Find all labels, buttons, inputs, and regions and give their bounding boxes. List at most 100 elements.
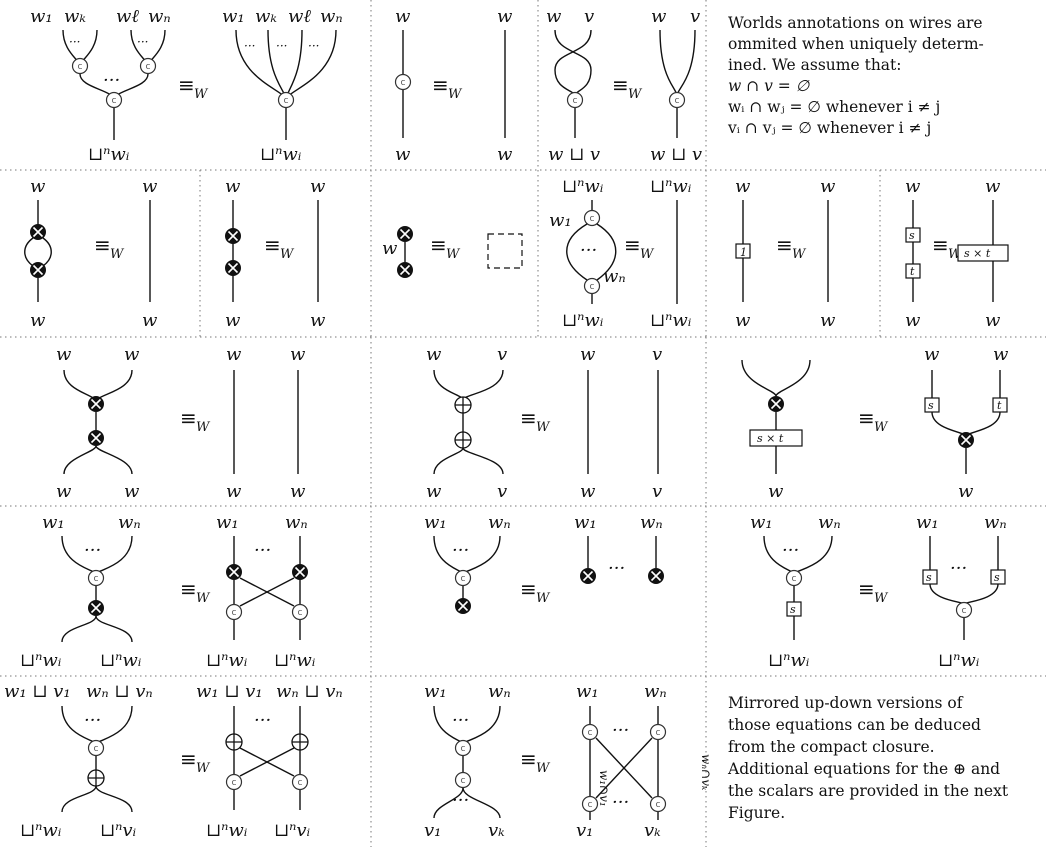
svg-text:W: W bbox=[640, 247, 655, 262]
svg-text:v: v bbox=[497, 344, 507, 365]
eq-copy-bubble: ⊔ⁿwᵢ w₁ ··· wₙ ⊔ⁿwᵢ ≡W ⊔ⁿwᵢ ⊔ⁿwᵢ bbox=[549, 176, 692, 331]
svg-text:W: W bbox=[628, 87, 643, 102]
svg-text:wₖ: wₖ bbox=[64, 6, 86, 27]
svg-text:w: w bbox=[497, 144, 513, 165]
svg-text:≡: ≡ bbox=[858, 406, 875, 430]
svg-text:vᵢ ∩ vⱼ = ∅ whenever i ≠ j: vᵢ ∩ vⱼ = ∅ whenever i ≠ j bbox=[727, 119, 931, 137]
svg-text:w₁: w₁ bbox=[216, 512, 239, 533]
svg-text:w: w bbox=[820, 176, 836, 197]
svg-text:···: ··· bbox=[782, 540, 799, 561]
svg-text:W: W bbox=[536, 420, 551, 435]
note-mirrored: Mirrored up-down versions of those equat… bbox=[727, 694, 1009, 822]
svg-text:w₁: w₁ bbox=[916, 512, 939, 533]
svg-text:Figure.: Figure. bbox=[728, 804, 785, 822]
svg-text:wℓ: wℓ bbox=[288, 6, 311, 27]
svg-text:s: s bbox=[926, 571, 932, 584]
svg-text:w ⊔ v: w ⊔ v bbox=[650, 144, 702, 165]
svg-text:wℓ: wℓ bbox=[116, 6, 139, 27]
svg-text:w: w bbox=[56, 481, 72, 502]
svg-text:≡: ≡ bbox=[520, 747, 537, 771]
svg-text:t: t bbox=[910, 265, 915, 278]
svg-text:wₙ: wₙ bbox=[148, 6, 171, 27]
svg-text:v: v bbox=[652, 344, 662, 365]
svg-text:Mirrored up-down versions of: Mirrored up-down versions of bbox=[728, 694, 964, 712]
svg-text:···: ··· bbox=[137, 35, 148, 49]
svg-text:vₖ: vₖ bbox=[644, 820, 661, 841]
svg-text:···: ··· bbox=[84, 540, 101, 561]
svg-text:W: W bbox=[446, 247, 461, 262]
svg-text:v: v bbox=[584, 6, 594, 27]
svg-text:w: w bbox=[225, 310, 241, 331]
svg-text:w: w bbox=[395, 6, 411, 27]
svg-text:···: ··· bbox=[69, 35, 80, 49]
svg-text:⊔ⁿwᵢ: ⊔ⁿwᵢ bbox=[274, 650, 316, 671]
svg-text:≡: ≡ bbox=[932, 233, 949, 257]
svg-text:w₁ ⊔ v₁: w₁ ⊔ v₁ bbox=[196, 681, 263, 702]
svg-text:⊔ⁿwᵢ: ⊔ⁿwᵢ bbox=[206, 820, 248, 841]
svg-text:wₙ: wₙ bbox=[320, 6, 343, 27]
svg-text:w: w bbox=[735, 310, 751, 331]
svg-text:···: ··· bbox=[580, 240, 597, 261]
svg-text:s × t: s × t bbox=[964, 247, 991, 260]
svg-text:wₙ: wₙ bbox=[984, 512, 1007, 533]
svg-text:W: W bbox=[874, 420, 889, 435]
svg-text:w: w bbox=[226, 481, 242, 502]
svg-text:⊔ⁿvᵢ: ⊔ⁿvᵢ bbox=[100, 820, 137, 841]
svg-text:⊔ⁿvᵢ: ⊔ⁿvᵢ bbox=[274, 820, 311, 841]
svg-text:v: v bbox=[690, 6, 700, 27]
svg-text:···: ··· bbox=[452, 710, 469, 731]
svg-text:w: w bbox=[546, 6, 562, 27]
svg-text:w: w bbox=[395, 144, 411, 165]
svg-text:W: W bbox=[110, 247, 125, 262]
svg-text:W: W bbox=[194, 87, 209, 102]
svg-text:W: W bbox=[196, 761, 211, 776]
svg-text:wₖ: wₖ bbox=[255, 6, 277, 27]
svg-text:w: w bbox=[768, 481, 784, 502]
svg-text:s: s bbox=[790, 603, 796, 616]
svg-text:···: ··· bbox=[608, 558, 625, 579]
svg-text:W: W bbox=[196, 591, 211, 606]
svg-text:wₙ ⊔ vₙ: wₙ ⊔ vₙ bbox=[276, 681, 343, 702]
svg-text:w: w bbox=[426, 344, 442, 365]
svg-text:the scalars are provided in th: the scalars are provided in the next bbox=[728, 782, 1009, 800]
svg-text:w: w bbox=[905, 176, 921, 197]
svg-text:s × t: s × t bbox=[757, 432, 784, 445]
svg-text:W: W bbox=[196, 420, 211, 435]
svg-text:≡: ≡ bbox=[624, 233, 641, 257]
svg-text:Worlds annotations on wires ar: Worlds annotations on wires are bbox=[728, 14, 983, 32]
svg-text:···: ··· bbox=[452, 790, 469, 811]
svg-text:W: W bbox=[536, 761, 551, 776]
svg-text:⊔ⁿwᵢ: ⊔ⁿwᵢ bbox=[88, 144, 130, 165]
svg-text:w: w bbox=[290, 481, 306, 502]
svg-text:⊔ⁿwᵢ: ⊔ⁿwᵢ bbox=[20, 650, 62, 671]
svg-text:w₁: w₁ bbox=[424, 681, 447, 702]
svg-text:w: w bbox=[958, 481, 974, 502]
svg-text:vₖ: vₖ bbox=[488, 820, 505, 841]
svg-text:w: w bbox=[30, 310, 46, 331]
svg-text:⊔ⁿwᵢ: ⊔ⁿwᵢ bbox=[100, 650, 142, 671]
svg-text:≡: ≡ bbox=[180, 577, 197, 601]
svg-text:W: W bbox=[536, 591, 551, 606]
svg-text:W: W bbox=[792, 247, 807, 262]
svg-text:w: w bbox=[310, 310, 326, 331]
svg-text:···: ··· bbox=[276, 39, 287, 53]
eq-copy-pnode-distribute: w₁ ⊔ v₁ wₙ ⊔ vₙ ··· ⊔ⁿwᵢ ⊔ⁿvᵢ ≡W w₁ ⊔ v₁… bbox=[4, 681, 343, 841]
svg-text:wₙ ⊔ vₙ: wₙ ⊔ vₙ bbox=[86, 681, 153, 702]
svg-text:⊔ⁿwᵢ: ⊔ⁿwᵢ bbox=[650, 176, 692, 197]
svg-text:w: w bbox=[580, 344, 596, 365]
svg-text:w₁: w₁ bbox=[574, 512, 597, 533]
svg-text:w₁: w₁ bbox=[424, 512, 447, 533]
svg-text:Additional equations for the ⊕: Additional equations for the ⊕ and bbox=[727, 760, 1000, 778]
svg-text:⊔ⁿwᵢ: ⊔ⁿwᵢ bbox=[20, 820, 62, 841]
svg-text:v: v bbox=[497, 481, 507, 502]
svg-text:w: w bbox=[124, 344, 140, 365]
svg-text:···: ··· bbox=[254, 710, 271, 731]
svg-text:w₁: w₁ bbox=[549, 210, 572, 231]
svg-text:w₁: w₁ bbox=[750, 512, 773, 533]
